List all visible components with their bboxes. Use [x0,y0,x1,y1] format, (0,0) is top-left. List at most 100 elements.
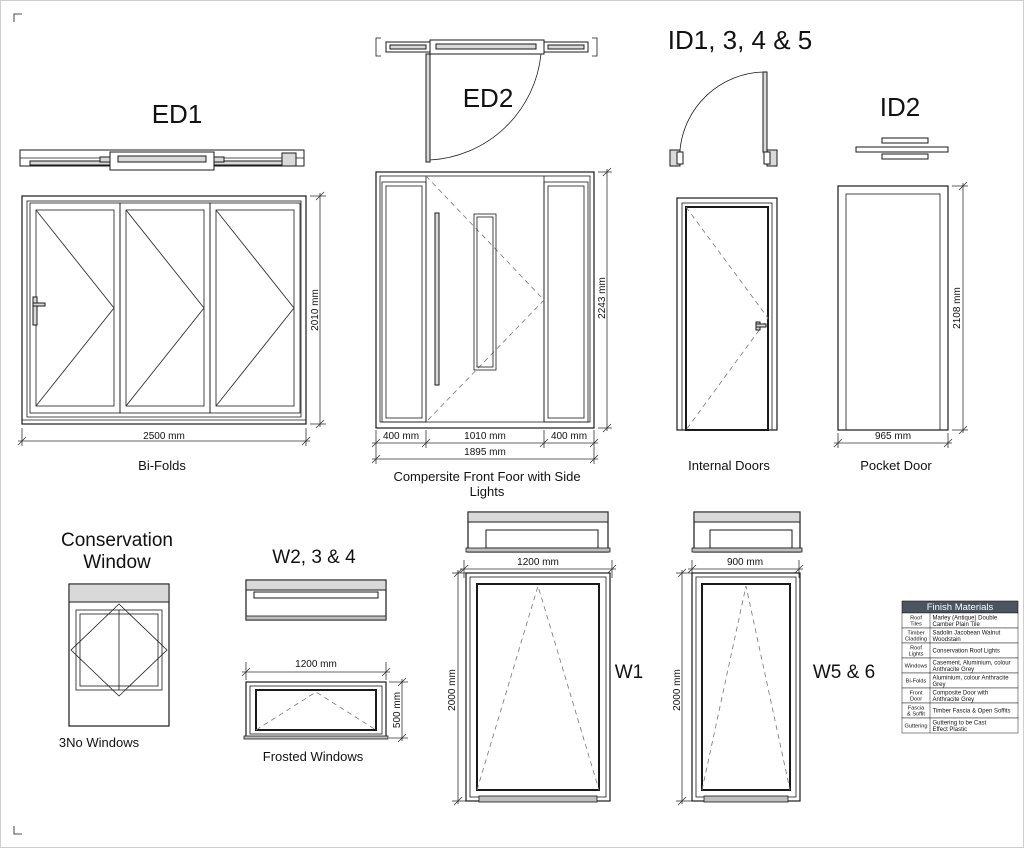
w5-height-dimension: 2000 mm [672,568,692,806]
finish-table-row: Windows Casement, Aluminium, colourAnthra… [901,657,1019,674]
w1-height-label: 2000 mm [447,669,458,711]
finish-table-value: Aluminium, colour Anthracite [933,675,1010,681]
finish-table-value: Guttering to be Cast [933,720,987,726]
w5-elevation [691,572,801,803]
w1-plan-view [465,511,611,553]
ed2-side-right-label: 400 mm [551,431,587,442]
w2-height-dimension: 500 mm [389,677,408,743]
id2-plan-view [855,137,949,160]
ed2-height-label: 2243 mm [597,277,608,319]
finish-table-value: Marley (Antique) Double [933,615,998,621]
id2-title: ID2 [880,92,920,122]
finish-table-item: Cladding [905,637,927,643]
ed1-elevation [21,195,307,425]
w1-width-label: 1200 mm [517,557,559,568]
internal-doors-caption: Internal Doors [688,458,770,473]
conservation-title-line2: Window [83,552,151,573]
ed2-height-dimension: 2243 mm [597,167,612,433]
w1-window-drawing: 1200 mm 2000 mm W1 [447,511,644,806]
ed2-total-width-label: 1895 mm [464,447,506,458]
finish-table-value: Timber Fascia & Open Soffits [933,709,1011,715]
w5-title: W5 & 6 [813,662,875,683]
w2-window-drawing: W2, 3 & 4 500 mm 1200 mm [241,547,408,764]
w5-height-label: 2000 mm [672,669,683,711]
corner-mark-bottom-left [13,826,22,835]
ed1-height-label: 2010 mm [310,289,321,331]
w5-plan-view [691,511,803,553]
ed2-pull-handle [434,212,440,386]
conservation-window-drawing: Conservation Window 3No Windows [59,530,173,750]
finish-table-value: Camber Plain Tile [933,622,981,628]
ed1-height-dimension: 2010 mm [310,191,326,429]
pocket-door-caption: Pocket Door [860,458,932,473]
id2-pocket-door-drawing: ID2 2108 mm 965 mm Pocket Door [833,92,968,473]
ed2-title: ED2 [463,83,514,113]
finish-table-row: Fascia& Soffit Timber Fascia & Open Soffi… [901,702,1019,719]
ed1-plan-view [19,149,305,171]
three-no-windows-caption: 3No Windows [59,735,140,750]
ed1-handle [32,296,38,326]
front-door-caption-line2: Lights [470,484,505,499]
id1-elevation [676,197,778,431]
finish-table-item: & Soffit [907,712,925,718]
finish-table-item: Guttering [904,724,927,730]
w2-width-dimension: 1200 mm [241,659,391,680]
finish-table-item: Roof [910,615,922,621]
finish-table-value: Anthracite Grey [933,667,975,673]
id1-title: ID1, 3, 4 & 5 [668,25,813,55]
finish-table-item: Windows [905,664,928,670]
w2-title: W2, 3 & 4 [272,547,356,568]
w2-height-label: 500 mm [392,692,403,728]
finish-table-item: Timber [907,630,924,636]
ed1-width-dimension: 2500 mm [17,428,311,446]
finish-table-value: Effect Plastic [933,727,968,733]
ed2-side-left-label: 400 mm [383,431,419,442]
corner-mark-top-left [13,13,22,22]
ed2-elevation [375,171,595,429]
finish-table-item: Roof [910,645,922,651]
finish-table-value: Sadolin Jacobean Walnut [933,630,1001,636]
finish-table-item: Fascia [908,705,925,711]
ed2-width-dimensions: 400 mm 1010 mm 400 mm 1895 mm [371,430,599,464]
ed1-title: ED1 [152,99,203,129]
w1-height-dimension: 2000 mm [447,568,466,806]
ed1-bifold-drawing: ED1 [17,99,326,473]
bifolds-caption: Bi-Folds [138,458,186,473]
w5-window-drawing: 900 mm 2000 mm W5 & 6 [672,511,875,806]
finish-table-item: Bi-Folds [906,679,927,685]
id2-width-dimension: 965 mm [833,431,953,448]
finish-table-title: Finish Materials [927,602,994,613]
frosted-windows-caption: Frosted Windows [263,749,364,764]
w1-elevation [465,572,611,803]
finish-table-item: Door [910,697,922,703]
id1-plan-view [669,71,778,167]
ed2-plan-view [375,37,598,163]
w5-width-dimension: 900 mm [687,557,804,578]
front-door-caption-line1: Compersite Front Foor with Side [393,469,580,484]
finish-table-value: Casement, Aluminium, colour [933,660,1011,666]
id1-internal-door-drawing: ID1, 3, 4 & 5 Internal Doors [668,25,813,473]
w2-plan-view [245,579,387,621]
ed2-front-door-drawing: ED2 [371,37,612,499]
w1-title: W1 [615,662,644,683]
ed2-door-width-label: 1010 mm [464,431,506,442]
conservation-title-line1: Conservation [61,530,173,551]
w1-width-dimension: 1200 mm [459,557,617,578]
finish-table-item: Lights [909,652,924,658]
w2-elevation [243,681,389,740]
finish-table-value: Conservation Roof Lights [933,649,1000,655]
ed1-width-label: 2500 mm [143,431,185,442]
w2-width-label: 1200 mm [295,659,337,670]
finish-table-item: Tiles [910,622,922,628]
id2-height-label: 2108 mm [952,287,963,329]
finish-table-item: Front [909,690,923,696]
id2-elevation [837,185,949,431]
